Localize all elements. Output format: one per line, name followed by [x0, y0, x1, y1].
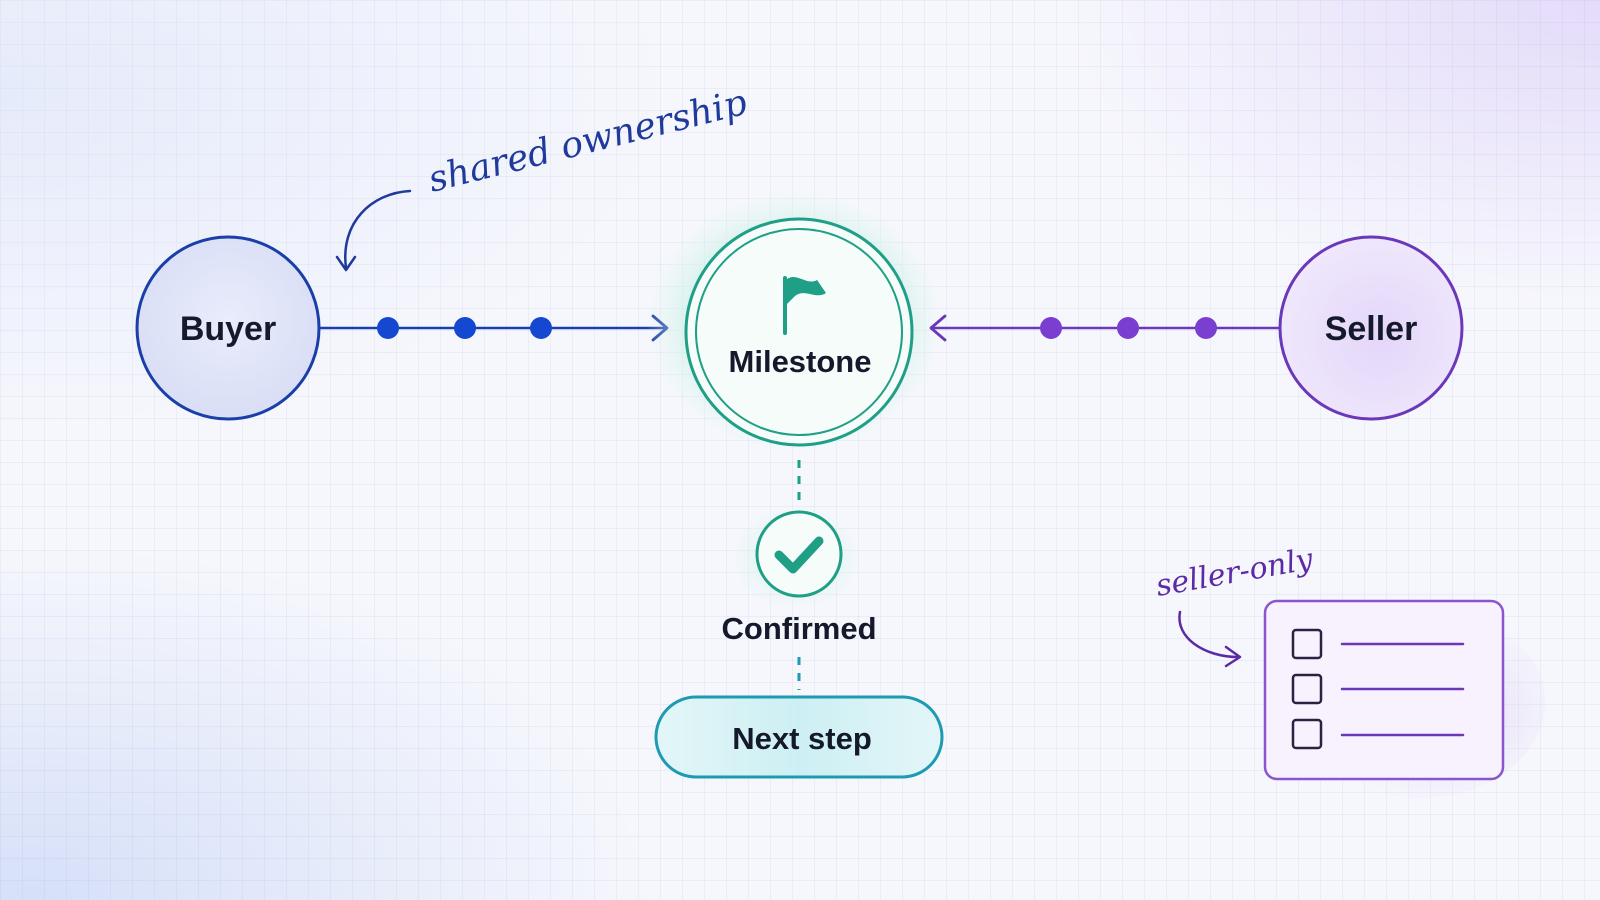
- next-step-node: Next step: [654, 695, 944, 779]
- seller-connector-dot: [1117, 317, 1139, 339]
- curved-arrow-icon: [344, 189, 412, 270]
- checklist-row: [1291, 628, 1465, 660]
- curved-arrow-icon: [1178, 610, 1240, 659]
- milestone-node: Milestone: [645, 190, 945, 454]
- next-step-label: Next step: [732, 721, 872, 756]
- confirmed-circle: [755, 510, 843, 598]
- seller-connector-dot: [1195, 317, 1217, 339]
- buyer-connector-dot: [454, 317, 476, 339]
- milestone-outer-ring: [684, 217, 914, 447]
- next-step-pill: [654, 695, 944, 779]
- confirmed-label: Confirmed: [722, 611, 877, 646]
- checkmark-icon: [774, 536, 824, 574]
- arrowhead-icon: [335, 255, 357, 272]
- buyer-connector-dot: [377, 317, 399, 339]
- checklist-row: [1291, 673, 1465, 705]
- buyer-connector: [320, 314, 669, 342]
- buyer-node: Buyer: [135, 235, 321, 421]
- checklist-row: [1291, 718, 1465, 750]
- seller-connector-arrowhead-icon: [929, 314, 947, 342]
- seller-only-text: seller-only: [1153, 542, 1316, 604]
- checkbox-icon: [1291, 718, 1323, 750]
- flag-icon: [783, 276, 826, 335]
- shared-ownership-text: shared ownership: [424, 82, 751, 201]
- seller-circle: [1278, 235, 1464, 421]
- seller-label: Seller: [1325, 310, 1418, 348]
- milestone-inner-ring: [695, 228, 903, 436]
- milestone-label: Milestone: [729, 344, 872, 379]
- buyer-label: Buyer: [180, 310, 276, 348]
- checkbox-icon: [1291, 673, 1323, 705]
- seller-node: Seller: [1278, 235, 1464, 421]
- buyer-connector-dot: [530, 317, 552, 339]
- checklist-icon: [1263, 599, 1545, 798]
- arrowhead-icon: [1224, 645, 1242, 668]
- seller-connector-dot: [1040, 317, 1062, 339]
- confirmed-node: Confirmed: [722, 504, 877, 646]
- checkbox-icon: [1291, 628, 1323, 660]
- seller-connector: [929, 314, 1280, 342]
- buyer-circle: [135, 235, 321, 421]
